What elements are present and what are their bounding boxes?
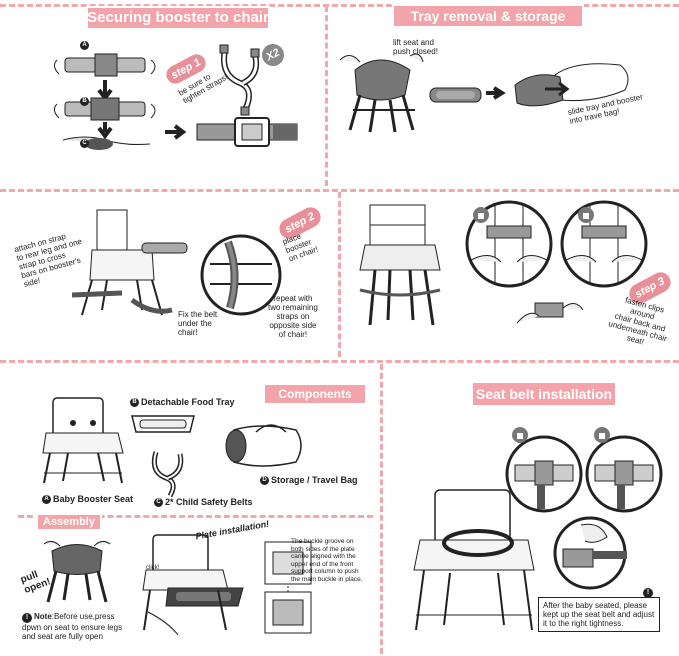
clip-closeup-right — [560, 200, 648, 288]
travel-bag-illustration — [514, 63, 629, 107]
belt-closeup-circle — [200, 234, 282, 316]
divider-assembly — [18, 515, 373, 518]
divider-v3 — [380, 364, 383, 654]
marker-b-1: B — [80, 96, 91, 107]
food-tray-illustration — [131, 415, 195, 433]
booster-seat-illustration — [42, 397, 124, 484]
unlock-icon — [578, 207, 594, 223]
divider-top — [0, 4, 679, 7]
section-title-seatbelt: Seat belt installation — [471, 381, 617, 407]
marker-a-1: A — [80, 40, 91, 51]
safety-belt-illustration — [219, 44, 260, 116]
warning-icon-seatbelt: ! — [643, 588, 653, 598]
section-title-tray: Tray removal & storage — [392, 4, 584, 28]
plate-installation-illustration — [142, 534, 244, 636]
clip-closeup-left — [465, 200, 553, 288]
seated-note-box: After the baby seated, please kept up th… — [538, 597, 660, 632]
lift-caption: lift seat and push closed! — [393, 38, 438, 56]
divider-row1 — [0, 189, 679, 192]
buckle-groove-closeup — [264, 541, 312, 634]
chair-with-booster-illustration — [359, 204, 441, 326]
warning-icon: ! — [22, 613, 32, 623]
section-title-components: Components — [263, 383, 367, 405]
booster-on-chair-illustration — [71, 209, 188, 316]
marker-c-1: C — [80, 138, 91, 149]
click-caption-1: click! — [146, 565, 160, 571]
divider-v2 — [338, 192, 341, 357]
divider-row2 — [0, 360, 679, 363]
divider-v1 — [325, 6, 328, 186]
travel-bag-component-illustration — [225, 424, 302, 467]
lock-icon-seatbelt-2 — [594, 427, 610, 443]
section-title-securing: Securing booster to chair — [86, 6, 270, 30]
tray-illustration — [429, 87, 482, 103]
buckle-adjust-closeup — [553, 516, 627, 590]
arrow-right-1 — [165, 124, 187, 140]
lock-icon — [473, 207, 489, 223]
folded-booster-illustration — [339, 53, 424, 133]
buckle-caption: The buckle groove on both sides of the p… — [291, 538, 363, 583]
lock-icon-seatbelt-1 — [512, 427, 528, 443]
child-safety-belts-illustration — [151, 451, 184, 498]
note-box: !Note:Before use,press dpwn on seat to e… — [22, 612, 124, 641]
clip-fasten-illustration — [516, 302, 584, 324]
booster-with-seatbelt-illustration — [413, 489, 535, 631]
buckle-hands-illustration — [53, 53, 156, 150]
section-title-assembly: Assembly — [36, 513, 102, 531]
fix-caption: Fix the belt under the chair! — [178, 310, 218, 337]
arrow-right-2 — [486, 86, 506, 100]
fasten-caption: fasten clips around chair back and under… — [607, 295, 668, 347]
buckle-closeup-left — [505, 435, 583, 513]
repeat-caption: repeat with two remaining straps on oppo… — [268, 294, 318, 339]
open-booster-illustration — [43, 540, 111, 603]
buckle-closed-illustration — [196, 117, 298, 147]
buckle-closeup-right — [585, 435, 663, 513]
